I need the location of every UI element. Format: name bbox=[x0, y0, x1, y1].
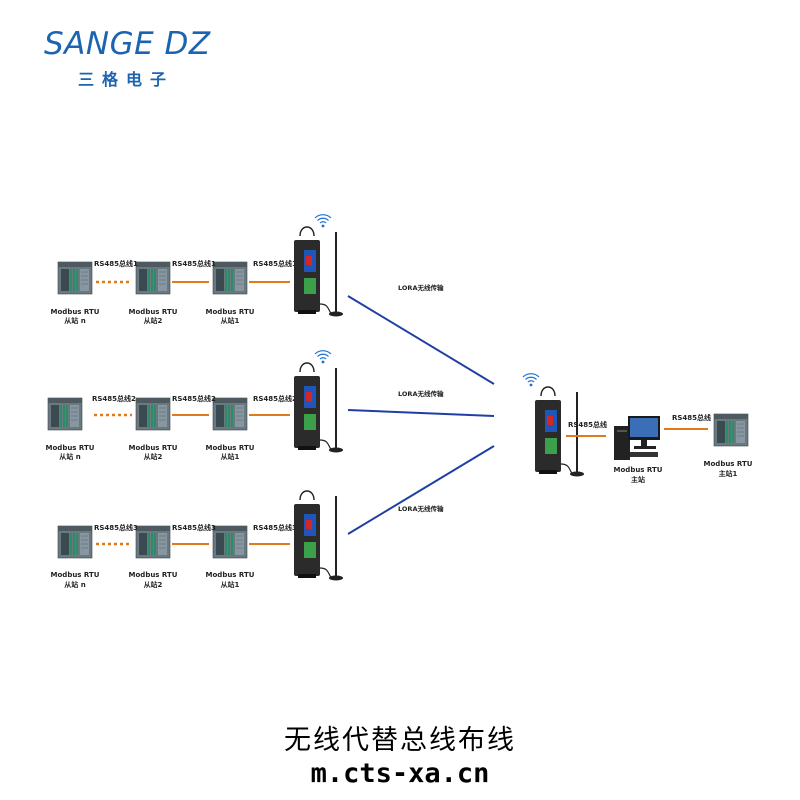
bus-label: RS485总线1 bbox=[253, 259, 297, 268]
device-sub-label: 主站1 bbox=[719, 469, 738, 478]
slave-sub-label: 从站1 bbox=[221, 316, 240, 325]
slave-unit-1-3 bbox=[212, 525, 248, 559]
bus-label: RS485总线2 bbox=[172, 394, 216, 403]
lora-module-2 bbox=[293, 362, 344, 454]
slave-label: Modbus RTU bbox=[51, 571, 100, 579]
wifi-signal-icon bbox=[314, 350, 332, 364]
slave-sub-label: 从站 n bbox=[64, 580, 85, 589]
lora-label: LORA无线传输 bbox=[398, 389, 444, 398]
slave-unit-2-1 bbox=[135, 261, 171, 295]
lora-module-1 bbox=[293, 226, 344, 318]
bus-label: RS485总线2 bbox=[253, 394, 297, 403]
lora-link-1 bbox=[347, 295, 495, 385]
lora-module-3 bbox=[293, 490, 344, 582]
device-label: Modbus RTU bbox=[704, 460, 753, 468]
bus-label: RS485总线1 bbox=[94, 259, 138, 268]
bus-label: RS485总线 bbox=[672, 413, 711, 422]
lora-label: LORA无线传输 bbox=[398, 504, 444, 513]
lora-link-3 bbox=[347, 445, 495, 535]
wifi-signal-icon bbox=[522, 373, 540, 387]
master-side: RS485总线 Modbus RTU 主站 RS485总线 Modbus RTU… bbox=[522, 373, 753, 484]
slave-label: Modbus RTU bbox=[206, 571, 255, 579]
slave-label: Modbus RTU bbox=[51, 308, 100, 316]
slave-sub-label: 从站2 bbox=[144, 452, 163, 461]
bus-label: RS485总线1 bbox=[172, 259, 216, 268]
brand-logo-text: SANGE DZ bbox=[44, 26, 211, 62]
bus-label: RS485总线3 bbox=[253, 523, 297, 532]
bus-label: RS485总线 bbox=[568, 420, 607, 429]
slave-unit-2-2 bbox=[135, 397, 171, 431]
row-3: RS485总线3 RS485总线3 RS485总线3 Modbus RTU 从站… bbox=[51, 490, 444, 589]
slave-unit-n-1 bbox=[57, 261, 93, 295]
pc-sub-label: 主站 bbox=[631, 475, 645, 484]
wifi-signal-icon bbox=[314, 214, 332, 228]
slave-sub-label: 从站1 bbox=[221, 580, 240, 589]
slave-label: Modbus RTU bbox=[129, 308, 178, 316]
slave-sub-label: 从站 n bbox=[64, 316, 85, 325]
bus-label: RS485总线2 bbox=[92, 394, 136, 403]
slave-sub-label: 从站1 bbox=[221, 452, 240, 461]
lora-module-master bbox=[534, 386, 585, 478]
lora-label: LORA无线传输 bbox=[398, 283, 444, 292]
slave-sub-label: 从站2 bbox=[144, 316, 163, 325]
slave-sub-label: 从站 n bbox=[59, 452, 80, 461]
slave-label: Modbus RTU bbox=[46, 444, 95, 452]
bus-label: RS485总线3 bbox=[94, 523, 138, 532]
slave-unit-n-3 bbox=[57, 525, 93, 559]
slave-label: Modbus RTU bbox=[206, 308, 255, 316]
slave-label: Modbus RTU bbox=[129, 571, 178, 579]
lora-link-2 bbox=[347, 409, 495, 417]
slave-sub-label: 从站2 bbox=[144, 580, 163, 589]
slave-label: Modbus RTU bbox=[206, 444, 255, 452]
pc-master-icon bbox=[614, 416, 660, 460]
diagram-caption: 无线代替总线布线 bbox=[284, 725, 516, 756]
slave-unit-1-1 bbox=[212, 261, 248, 295]
slave-label: Modbus RTU bbox=[129, 444, 178, 452]
website-url: m.cts-xa.cn bbox=[310, 758, 490, 789]
slave-unit-2-3 bbox=[135, 525, 171, 559]
row-1: RS485总线1 RS485总线1 RS485总线1 Modbus RTU 从站… bbox=[51, 214, 444, 325]
master-device-unit bbox=[713, 413, 749, 447]
bus-label: RS485总线3 bbox=[172, 523, 216, 532]
slave-unit-n-2 bbox=[47, 397, 83, 431]
row-2: RS485总线2 RS485总线2 RS485总线2 Modbus RTU 从站… bbox=[46, 350, 444, 461]
brand-logo-cn: 三格电子 bbox=[78, 70, 175, 89]
slave-unit-1-2 bbox=[212, 397, 248, 431]
pc-label: Modbus RTU bbox=[614, 466, 663, 474]
